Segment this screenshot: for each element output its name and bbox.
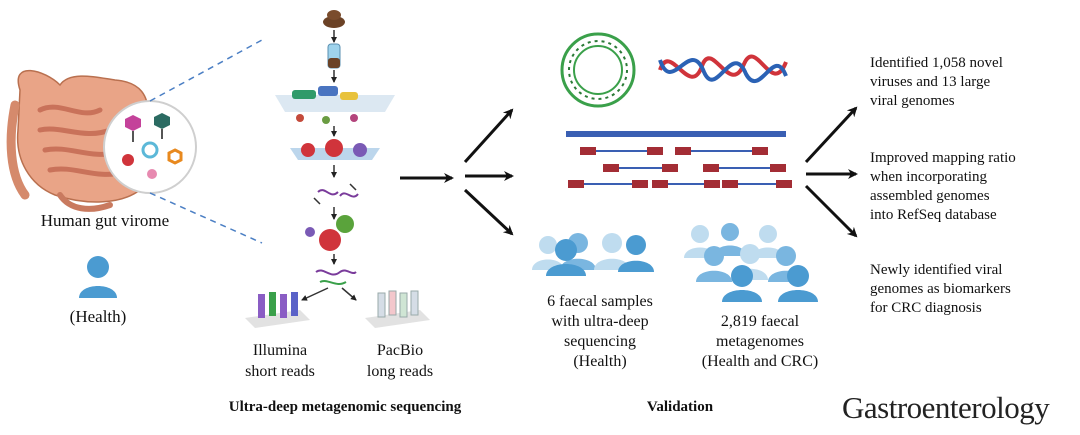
filtration-icon bbox=[275, 86, 395, 137]
arrow-to-validation bbox=[463, 188, 514, 236]
pacbio-line-1: PacBio bbox=[376, 342, 424, 359]
health-label: (Health) bbox=[69, 307, 127, 326]
circular-genome-icon bbox=[560, 32, 636, 108]
virus-particles-icon bbox=[122, 113, 183, 179]
metagenomes-line-3: (Health and CRC) bbox=[701, 353, 819, 370]
six-samples-line-3: sequencing bbox=[564, 333, 636, 350]
finding-2-line-1: Improved mapping ratio bbox=[870, 150, 1016, 166]
read-pairs bbox=[568, 147, 792, 188]
illumina-flowcell-icon bbox=[245, 292, 310, 328]
stool-icon bbox=[323, 10, 345, 28]
finding-1-line-2: viruses and 13 large bbox=[870, 74, 991, 90]
sample-tube-icon bbox=[327, 30, 341, 83]
finding-3-line-1: Newly identified viral bbox=[870, 262, 1003, 278]
finding-1-line-3: viral genomes bbox=[870, 93, 955, 109]
arrow-to-assembly bbox=[463, 108, 514, 164]
pacbio-label: PacBio long reads bbox=[350, 340, 450, 382]
six-samples-line-2: with ultra-deep bbox=[551, 313, 649, 330]
journal-logo: Gastroenterology bbox=[842, 390, 1050, 425]
illumina-line-2: short reads bbox=[245, 363, 315, 380]
dna-extraction-icon bbox=[305, 215, 354, 265]
validation-section-title: Validation bbox=[646, 399, 714, 415]
virome-zoom-circle bbox=[103, 100, 197, 194]
finding-mapping-ratio: Improved mapping ratio when incorporatin… bbox=[870, 149, 1075, 225]
lysis-icon bbox=[313, 183, 359, 220]
metagenomes-line-1: 2,819 faecal bbox=[720, 313, 800, 330]
virus-enrichment-icon bbox=[290, 139, 380, 178]
pacbio-line-2: long reads bbox=[366, 363, 434, 380]
finding-3-line-3: for CRC diagnosis bbox=[870, 300, 982, 316]
metagenomes-crowd-icon bbox=[684, 223, 818, 302]
arrow-to-finding-1 bbox=[804, 106, 858, 164]
person-icon bbox=[79, 256, 117, 298]
metagenomes-label: 2,819 faecal metagenomes (Health and CRC… bbox=[680, 312, 840, 372]
six-samples-label: 6 faecal samples with ultra-deep sequenc… bbox=[520, 292, 680, 372]
finding-2-line-2: when incorporating bbox=[870, 169, 988, 185]
linear-genome-icon bbox=[658, 54, 788, 83]
six-samples-line-1: 6 faecal samples bbox=[547, 293, 653, 310]
zoom-line-bottom bbox=[149, 192, 263, 244]
arrow-to-finding-3 bbox=[804, 184, 858, 238]
pacbio-cell-icon bbox=[365, 290, 430, 328]
reference-contig-bar bbox=[566, 131, 786, 137]
finding-1-line-1: Identified 1,058 novel bbox=[870, 55, 1003, 71]
zoom-line-top bbox=[149, 39, 263, 102]
library-prep-icon bbox=[301, 269, 357, 301]
finding-2-line-4: into RefSeq database bbox=[870, 207, 997, 223]
finding-biomarkers: Newly identified viral genomes as biomar… bbox=[870, 261, 1075, 318]
illumina-label: Illumina short reads bbox=[230, 340, 330, 382]
six-samples-line-4: (Health) bbox=[573, 353, 627, 370]
illumina-line-1: Illumina bbox=[252, 342, 308, 359]
metagenomes-line-2: metagenomes bbox=[716, 333, 804, 350]
human-gut-virome-label: Human gut virome bbox=[40, 211, 170, 230]
six-samples-people-icon bbox=[532, 233, 654, 276]
finding-3-line-2: genomes as biomarkers bbox=[870, 281, 1011, 297]
sequencing-section-title: Ultra-deep metagenomic sequencing bbox=[228, 399, 462, 415]
finding-novel-viruses: Identified 1,058 novel viruses and 13 la… bbox=[870, 54, 1075, 111]
finding-2-line-3: assembled genomes bbox=[870, 188, 990, 204]
